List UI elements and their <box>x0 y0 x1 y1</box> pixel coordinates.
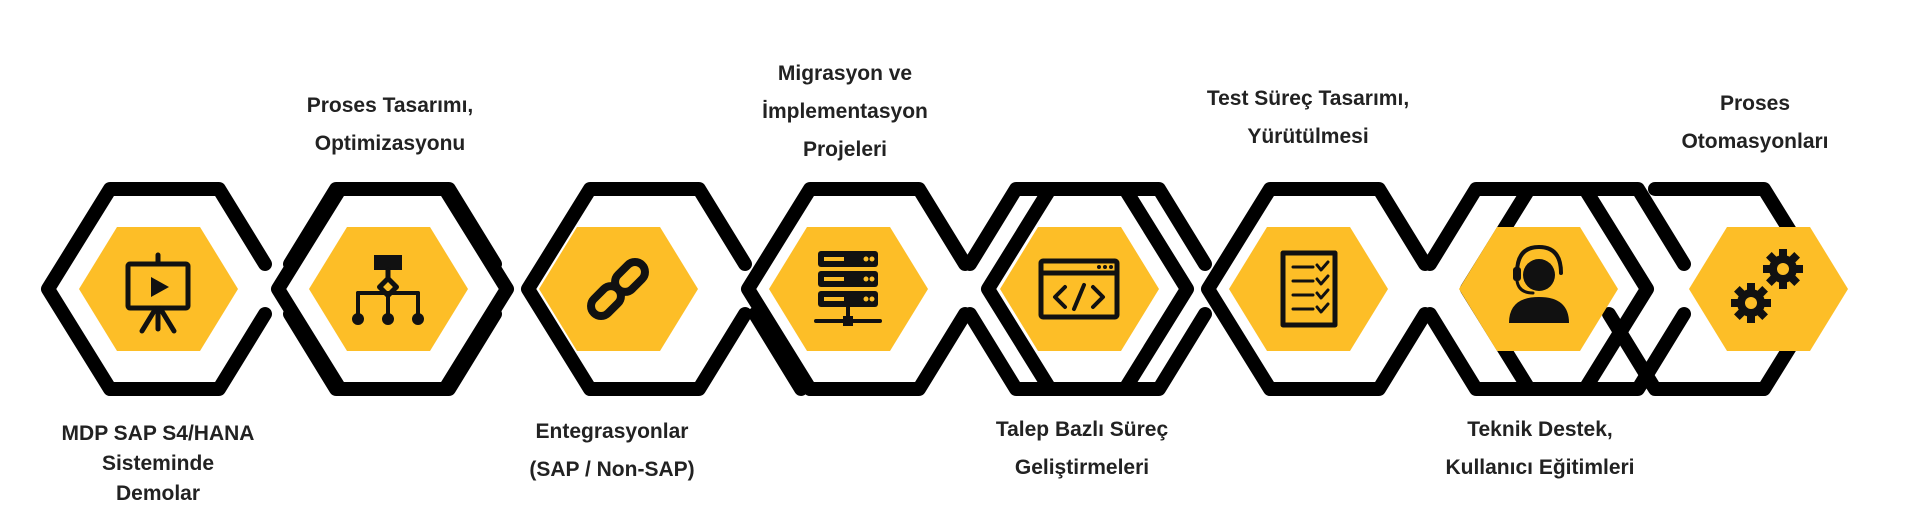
step-label-5: Talep Bazlı Süreç Geliştirmeleri <box>995 418 1169 479</box>
hexagon-outline <box>748 307 808 396</box>
step-label-1: MDP SAP S4/HANA Sisteminde Demolar <box>61 422 255 505</box>
hexagon-outline <box>521 182 752 396</box>
hexagon-outline <box>1201 182 1432 396</box>
step-label-2: Proses Tasarımı, Optimizasyonu <box>306 94 474 155</box>
hexagon-outline <box>41 182 272 396</box>
hexagon-outline <box>963 182 1194 396</box>
hexagon-fill <box>1689 227 1848 351</box>
hexagon-fill <box>1000 227 1159 351</box>
code-window-icon <box>1038 258 1120 320</box>
hexagon-outline <box>741 182 972 396</box>
step-label-3: Entegrasyonlar (SAP / Non-SAP) <box>529 420 695 481</box>
chain-link-icon <box>587 258 649 320</box>
checklist-icon <box>1280 250 1338 328</box>
hexagon-fill <box>1229 227 1388 351</box>
hexagon-outline <box>1423 182 1654 396</box>
step-label-6: Test Süreç Tasarımı, Yürütülmesi <box>1206 87 1410 148</box>
presentation-board-icon <box>125 252 191 334</box>
step-label-8: Proses Otomasyonları <box>1681 92 1829 153</box>
hexagon-outline <box>271 182 502 396</box>
hexagon-fill <box>769 227 928 351</box>
support-agent-icon <box>1509 245 1569 323</box>
step-label-4: Migrasyon ve İmplementasyon Projeleri <box>762 62 928 161</box>
step-label-7: Teknik Destek, Kullanıcı Eğitimleri <box>1445 418 1635 479</box>
hexagon-outline <box>981 182 1212 396</box>
process-hierarchy-icon <box>352 255 424 325</box>
server-stack-icon <box>814 251 882 326</box>
